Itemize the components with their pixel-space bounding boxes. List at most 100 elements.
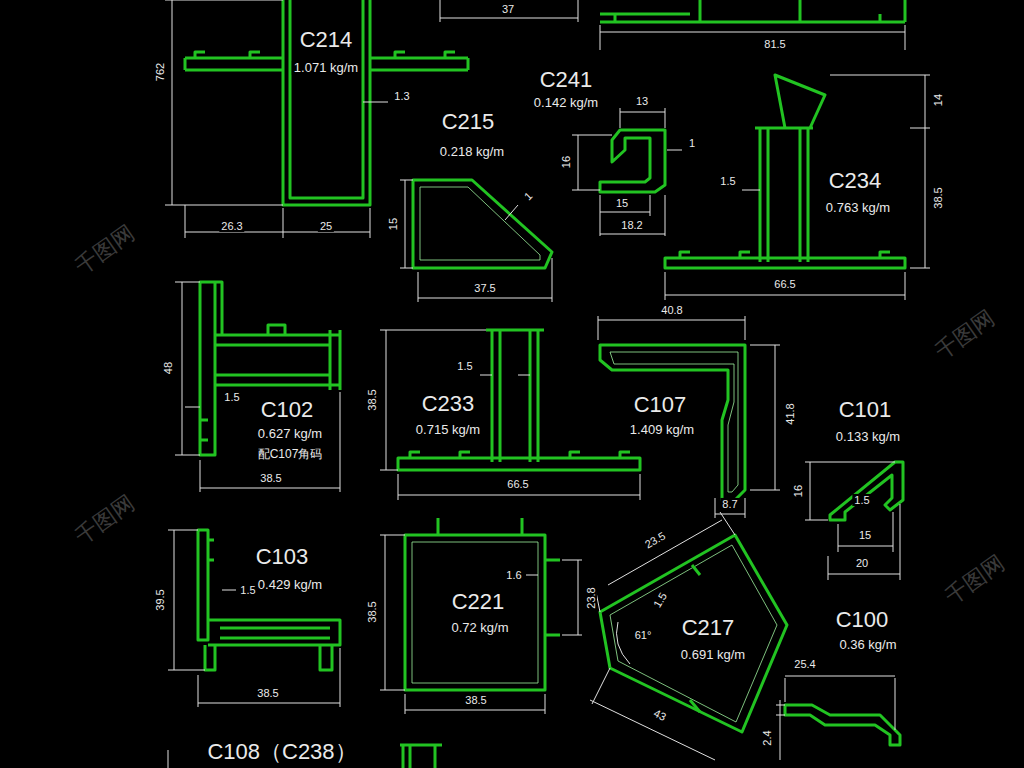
dimension-value: 16 (560, 154, 572, 170)
profile-code: C103 (254, 545, 311, 569)
profile-outline (412, 542, 538, 683)
dimension-value: 25.4 (792, 658, 817, 670)
dimension-line (805, 462, 900, 580)
dimension-line (665, 75, 930, 300)
dimension-value: 48 (162, 360, 174, 376)
profile-outline (398, 330, 640, 470)
dimension-value: 1 (520, 188, 536, 204)
dimension-value: 23.8 (585, 585, 597, 610)
dimension-line (175, 282, 340, 492)
dimension-value: 1.5 (222, 391, 241, 403)
dimension-value: 1.5 (718, 175, 737, 187)
dimension-value: 15 (614, 197, 630, 209)
profile-code: C241 (538, 68, 595, 92)
dimension-line (400, 180, 552, 302)
profile-code: C215 (440, 110, 497, 134)
dimension-value: 37 (500, 3, 516, 15)
profile-code: C234 (827, 169, 884, 193)
dimension-value: 2.4 (761, 728, 773, 747)
dimension-value: 41.8 (784, 401, 796, 426)
dimension-value: 14 (932, 92, 944, 108)
dimension-value: 1.3 (392, 90, 411, 102)
watermark: 千图网 (939, 550, 1010, 610)
profile-outline (610, 352, 738, 492)
profile-code: C221 (450, 590, 507, 614)
dimension-value: 15 (857, 529, 873, 541)
unit-weight: 0.627 kg/m (256, 427, 324, 441)
profile-outline (400, 745, 442, 768)
profile-outline (830, 462, 903, 520)
dimension-line (776, 676, 895, 760)
dimension-value: 66.5 (505, 478, 530, 490)
dimension-value: 43 (650, 706, 670, 724)
dimension-value: 38.5 (463, 694, 488, 706)
unit-weight: 0.763 kg/m (824, 201, 892, 215)
dimension-value: 1.5 (852, 494, 871, 506)
profile-code: C101 (837, 398, 894, 422)
dimension-value: 26.3 (219, 220, 244, 232)
dimension-value: 37.5 (472, 282, 497, 294)
profile-code: C214 (298, 28, 355, 52)
dimension-value: 40.8 (659, 304, 684, 316)
dimension-line (165, 0, 388, 238)
dimension-value: 1.6 (504, 569, 523, 581)
profile-outline (600, 535, 787, 732)
unit-weight: 1.409 kg/m (628, 423, 696, 437)
profile-outline (785, 705, 900, 745)
dimension-line (572, 108, 682, 236)
dimension-value: 38.5 (258, 472, 283, 484)
dimension-value: 39.5 (154, 587, 166, 612)
dimension-value: 15 (387, 216, 399, 232)
unit-weight: 0.218 kg/m (438, 145, 506, 159)
unit-weight: 0.691 kg/m (679, 648, 747, 662)
profile-code: C107 (632, 393, 689, 417)
dimension-value: 762 (154, 61, 166, 83)
dimension-line (440, 0, 578, 22)
profile-outline (185, 0, 468, 205)
watermark: 千图网 (69, 220, 140, 280)
dimension-value: 8.7 (720, 498, 739, 510)
profile-outline (610, 545, 777, 722)
dimension-value: 61° (633, 629, 654, 641)
dimension-value: 38.5 (932, 185, 944, 210)
dimension-value: 25 (318, 220, 334, 232)
watermark: 千图网 (929, 305, 1000, 365)
dimension-value: 16 (792, 483, 804, 499)
dimension-value: 1 (687, 137, 697, 149)
dimension-value: 13 (634, 95, 650, 107)
profile-code: C217 (680, 616, 737, 640)
watermark: 千图网 (69, 490, 140, 550)
profile-code: C100 (834, 608, 891, 632)
profile-code: C233 (420, 392, 477, 416)
profile-outline (600, 0, 905, 22)
dimension-value: 20 (854, 557, 870, 569)
dimension-value: 1.5 (650, 589, 670, 612)
unit-weight: 0.142 kg/m (532, 96, 600, 110)
dimension-value: 23.5 (641, 528, 669, 551)
profile-outline (600, 130, 665, 192)
unit-weight: 0.429 kg/m (256, 578, 324, 592)
dimension-line (380, 535, 582, 714)
profile-outline (665, 75, 905, 268)
unit-weight: 0.715 kg/m (414, 423, 482, 437)
unit-weight: 0.72 kg/m (449, 621, 510, 635)
dimension-value: 38.5 (366, 599, 378, 624)
dimension-line (600, 25, 905, 50)
profile-outline (600, 345, 745, 500)
dimension-value: 38.5 (366, 387, 378, 412)
dimension-value: 81.5 (762, 38, 787, 50)
unit-weight: 0.133 kg/m (834, 430, 902, 444)
dimension-value: 18.2 (619, 219, 644, 231)
unit-weight: 配C107角码 (256, 448, 325, 461)
dimension-value: 1.5 (455, 360, 474, 372)
dimension-value: 1.5 (238, 584, 257, 596)
profile-code: C108（C238） (205, 740, 358, 764)
profile-outline (405, 518, 560, 690)
dimension-value: 38.5 (255, 687, 280, 699)
profile-code: C102 (259, 398, 316, 422)
profile-outline (420, 187, 540, 260)
dimension-line (168, 530, 340, 707)
profile-outline (413, 180, 552, 268)
dimension-line (598, 316, 780, 518)
